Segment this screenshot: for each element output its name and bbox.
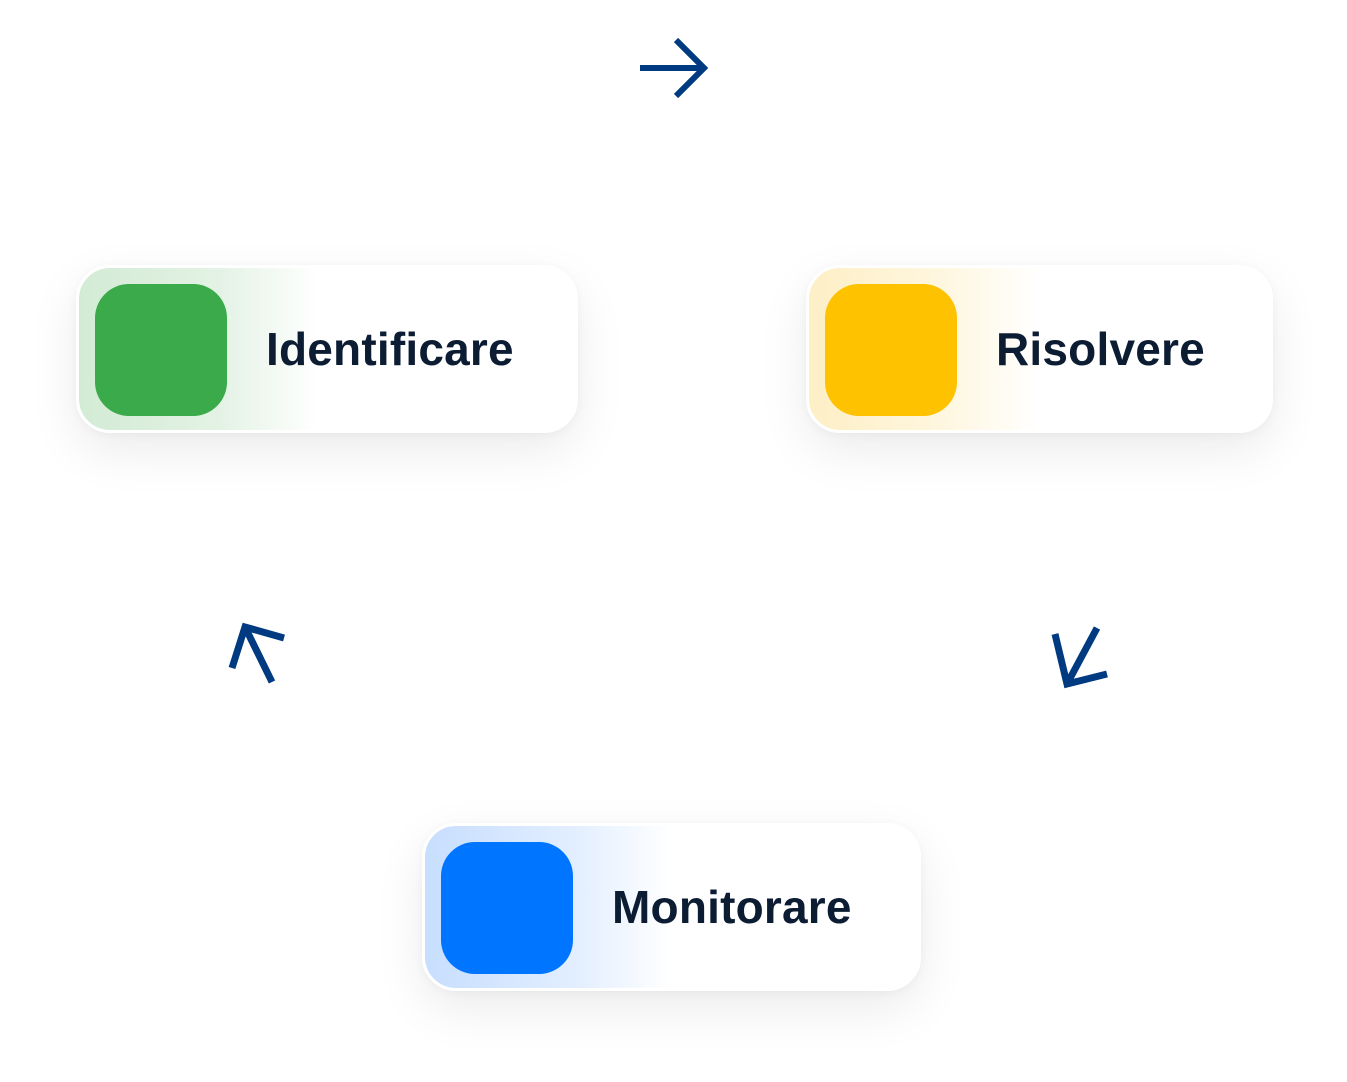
risolvere-color-square xyxy=(825,284,957,416)
step-label: Identificare xyxy=(266,323,514,375)
step-card-identificare: Identificare xyxy=(76,265,578,433)
arrow-down-left-icon xyxy=(1051,626,1108,689)
step-card-risolvere: Risolvere xyxy=(806,265,1273,433)
identificare-color-square xyxy=(95,284,227,416)
step-card-monitorare: Monitorare xyxy=(422,823,921,991)
arrow-up-left-icon xyxy=(228,622,285,684)
step-label: Monitorare xyxy=(612,881,852,933)
step-label: Risolvere xyxy=(996,323,1205,375)
arrow-right-icon xyxy=(640,37,709,99)
monitorare-color-square xyxy=(441,842,573,974)
